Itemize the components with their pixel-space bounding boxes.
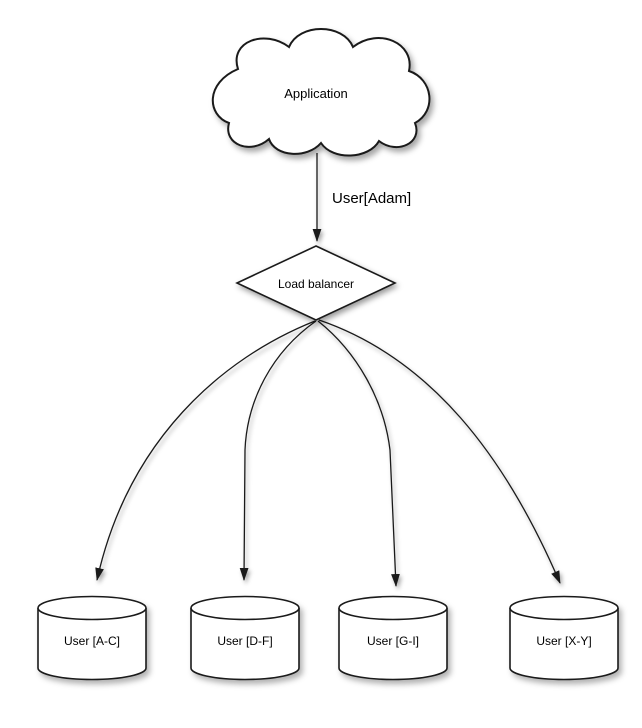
lb-to-shard4-arrow bbox=[318, 319, 561, 584]
lb-to-shard1-arrow bbox=[95, 320, 316, 581]
lb-to-shard2-arrow bbox=[239, 320, 317, 581]
cylinder-top bbox=[509, 595, 619, 621]
cylinder-body bbox=[509, 608, 619, 681]
cylinder-top bbox=[190, 595, 300, 621]
cylinder-body bbox=[37, 608, 147, 681]
db-cylinder-user-d-f: User [D-F] bbox=[190, 595, 300, 681]
load-balancer-node: Load balancer bbox=[235, 245, 397, 321]
cylinder-body bbox=[338, 608, 448, 681]
db-label-user-d-f: User [D-F] bbox=[217, 634, 272, 648]
application-node: Application bbox=[211, 28, 431, 157]
cylinder-top bbox=[37, 595, 147, 621]
application-label: Application bbox=[284, 86, 348, 101]
cloud-shape bbox=[211, 28, 431, 157]
cylinder-top bbox=[338, 595, 448, 621]
edge-label-user-adam: User[Adam] bbox=[332, 190, 411, 207]
edges-group bbox=[95, 153, 561, 587]
diamond-shape bbox=[235, 245, 397, 321]
db-label-user-g-i: User [G-I] bbox=[367, 634, 419, 648]
lb-to-shard3-arrow bbox=[317, 320, 400, 587]
load-balancer-label: Load balancer bbox=[278, 277, 354, 291]
db-cylinder-user-x-y: User [X-Y] bbox=[509, 595, 619, 681]
db-label-user-a-c: User [A-C] bbox=[64, 634, 120, 648]
db-label-user-x-y: User [X-Y] bbox=[536, 634, 591, 648]
db-cylinder-user-g-i: User [G-I] bbox=[338, 595, 448, 681]
db-cylinder-user-a-c: User [A-C] bbox=[37, 595, 147, 681]
cylinder-body bbox=[190, 608, 300, 681]
